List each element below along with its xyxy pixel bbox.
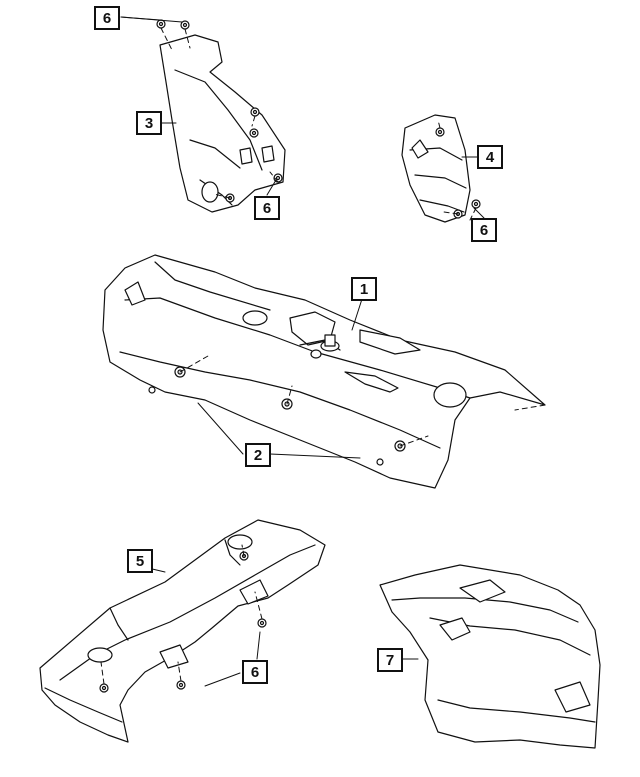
heat-shield-3 — [159, 34, 286, 213]
heat-shield-7 — [379, 564, 601, 749]
callout-label: 3 — [144, 114, 154, 132]
callout-part-6: 6 — [471, 218, 497, 242]
callout-label: 6 — [479, 221, 489, 239]
fastener-nut — [435, 127, 445, 137]
fastener-nut — [257, 618, 267, 628]
callout-part-1: 1 — [351, 277, 377, 301]
heat-shield-4 — [401, 114, 471, 223]
callout-part-2: 2 — [245, 443, 271, 467]
callout-part-7: 7 — [377, 648, 403, 672]
callout-label: 6 — [262, 199, 272, 217]
heat-shield-5 — [39, 519, 326, 743]
callout-part-6: 6 — [242, 660, 268, 684]
callout-label: 4 — [485, 148, 495, 166]
callout-part-3: 3 — [136, 111, 162, 135]
fastener-nut — [249, 128, 259, 138]
callout-label: 6 — [250, 663, 260, 681]
callout-part-5: 5 — [127, 549, 153, 573]
center-stud — [310, 334, 340, 359]
callout-label: 5 — [135, 552, 145, 570]
callout-part-4: 4 — [477, 145, 503, 169]
callout-part-6: 6 — [254, 196, 280, 220]
fastener-nut — [471, 199, 481, 209]
callout-label: 7 — [385, 651, 395, 669]
heat-shield-1 — [102, 254, 546, 489]
fastener-nut — [99, 683, 109, 693]
callout-label: 2 — [253, 446, 263, 464]
fastener-nut — [250, 107, 260, 117]
callout-part-6: 6 — [94, 6, 120, 30]
callout-label: 1 — [359, 280, 369, 298]
callout-label: 6 — [102, 9, 112, 27]
fastener-nut — [156, 19, 166, 29]
fastener-nut — [176, 680, 186, 690]
